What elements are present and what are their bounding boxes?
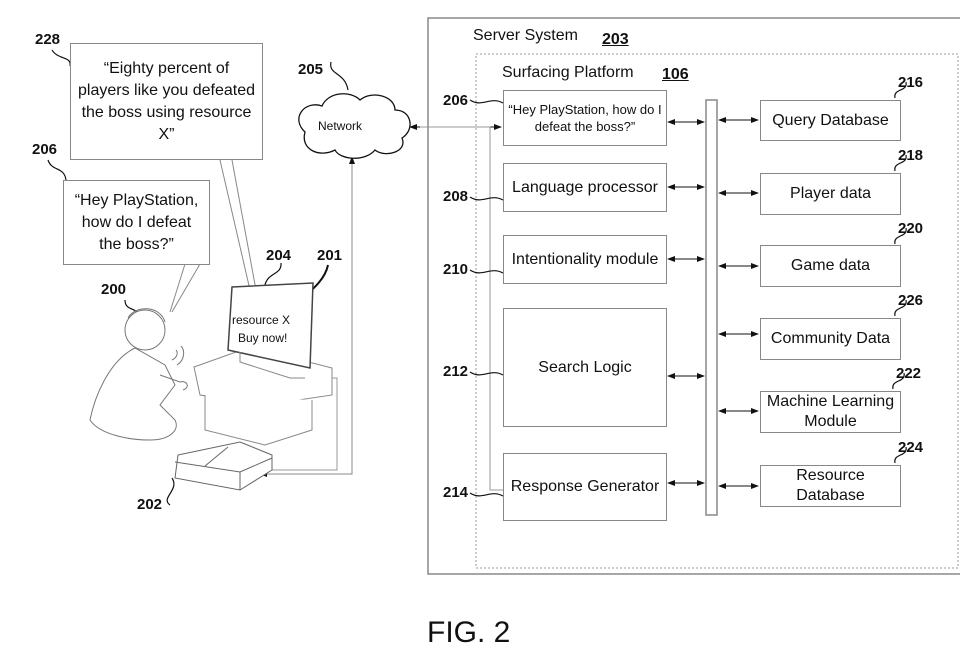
tv-stand xyxy=(193,346,333,446)
ref-202: 202 xyxy=(137,496,163,513)
bus-bar xyxy=(705,99,718,516)
server-system-box xyxy=(427,17,960,575)
ref-200: 200 xyxy=(101,281,127,298)
server-system-title: Server System xyxy=(473,27,578,44)
figure-label: FIG. 2 xyxy=(427,616,511,649)
intentionality-module: Intentionality module xyxy=(503,235,667,284)
player-data: Player data xyxy=(760,173,901,215)
ref-212: 212 xyxy=(443,363,469,380)
ref-208: 208 xyxy=(443,188,469,205)
query-database: Query Database xyxy=(760,100,901,141)
ref-201: 201 xyxy=(317,247,343,264)
arrow-console-network xyxy=(259,156,355,477)
search-logic-module: Search Logic xyxy=(503,308,667,427)
network-cloud-icon xyxy=(298,93,411,159)
ref-205: 205 xyxy=(298,61,324,78)
ref-214: 214 xyxy=(443,484,469,501)
screen-text-buy: Buy now! xyxy=(238,331,288,345)
ref-210: 210 xyxy=(443,261,469,278)
ref-224: 224 xyxy=(898,439,924,456)
user-figure-icon xyxy=(89,308,188,441)
ref-204: 204 xyxy=(266,247,292,264)
query-callout: “Hey PlayStation, how do I defeat the bo… xyxy=(63,180,210,265)
surfacing-platform-box xyxy=(475,53,959,569)
display-icon xyxy=(227,282,314,379)
game-data: Game data xyxy=(760,245,901,287)
ref-216: 216 xyxy=(898,74,924,91)
ref-222: 222 xyxy=(896,365,922,382)
surfacing-platform-ref: 106 xyxy=(662,66,689,83)
resource-database: Resource Database xyxy=(760,465,901,507)
response-callout-tail xyxy=(219,159,257,291)
ref-206-callout: 206 xyxy=(32,141,58,158)
ref-206: 206 xyxy=(443,92,469,109)
ref-218: 218 xyxy=(898,147,924,164)
community-data: Community Data xyxy=(760,318,901,360)
language-processor-module: Language processor xyxy=(503,163,667,212)
screen-text-resource: resource X xyxy=(232,313,291,327)
surfacing-platform-title: Surfacing Platform xyxy=(502,64,634,81)
network-label: Network xyxy=(318,119,363,133)
query-input-module: “Hey PlayStation, how do I defeat the bo… xyxy=(503,90,667,146)
server-system-ref: 203 xyxy=(602,31,629,48)
response-generator-module: Response Generator xyxy=(503,453,667,521)
response-callout: “Eighty percent of players like you defe… xyxy=(70,43,263,160)
feed-line xyxy=(420,126,503,491)
query-callout-tail xyxy=(169,263,201,313)
ref-226: 226 xyxy=(898,292,924,309)
machine-learning-module: Machine Learning Module xyxy=(760,391,901,433)
console-icon xyxy=(174,441,273,491)
ref-220: 220 xyxy=(898,220,924,237)
ref-228: 228 xyxy=(35,31,61,48)
